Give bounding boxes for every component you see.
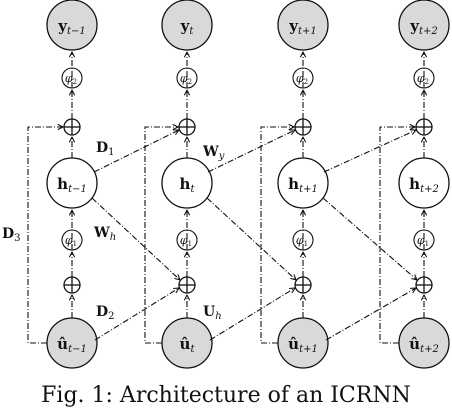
label-Uh: Uh [203, 304, 222, 322]
output-node-y [46, 0, 98, 51]
hidden-node-label: ht+2 [409, 175, 439, 195]
edge-skip-col2 [260, 127, 294, 344]
phi2-label: φ2 [296, 72, 308, 86]
column-t-minus-1: yt−1 φ2 ht−1 φ1 ût−1 [46, 0, 98, 369]
sum-node-top [63, 118, 81, 136]
label-D1: D1 [96, 140, 115, 158]
input-node-label: ût+1 [288, 335, 318, 355]
sum-node-bottom [178, 276, 196, 294]
edge-D3-col0 [27, 127, 63, 344]
sum-node-bottom [294, 276, 312, 294]
edge-skip-col1 [144, 127, 178, 344]
figure-caption: Fig. 1: Architecture of an ICRNN [41, 383, 411, 408]
label-Wh: Wh [93, 225, 116, 243]
input-node-u [398, 317, 450, 369]
output-node-y [398, 0, 450, 51]
sum-node-bottom [415, 276, 433, 294]
icrnn-architecture-diagram: yt−1 φ2 ht−1 φ1 ût−1 yt [2, 0, 450, 369]
input-node-u [277, 317, 329, 369]
input-node-label: ût−1 [57, 335, 87, 355]
output-node-y [277, 0, 329, 51]
phi2-label: φ2 [65, 72, 77, 86]
input-node-label: ût+2 [409, 335, 439, 355]
column-t: yt φ2 ht φ1 ût [161, 0, 213, 369]
edge-D2 [94, 288, 179, 341]
phi1-label: φ1 [417, 234, 429, 248]
phi1-label: φ1 [180, 234, 192, 248]
hidden-node-h [46, 157, 98, 209]
vertical-edges [72, 52, 424, 318]
output-node-label: yt [180, 17, 195, 37]
phi1-label: φ1 [65, 234, 77, 248]
output-node-label: yt−1 [57, 17, 85, 37]
output-node-label: yt+1 [288, 17, 316, 37]
hidden-node-label: ht [180, 175, 196, 195]
label-D2: D2 [96, 304, 115, 322]
input-node-u [46, 317, 98, 369]
skip-edges [27, 127, 415, 344]
sum-node-top [178, 118, 196, 136]
diagonal-edges [91, 130, 417, 341]
output-node-label: yt+2 [409, 17, 437, 37]
phi2-label: φ2 [180, 72, 192, 86]
edge-D1 [93, 130, 179, 173]
edge-skip-col3 [379, 127, 415, 344]
phi2-label: φ2 [417, 72, 429, 86]
hidden-node-label: ht+1 [288, 175, 318, 195]
sum-node-top [294, 118, 312, 136]
output-node-y [161, 0, 213, 51]
hidden-node-h [398, 157, 450, 209]
hidden-node-label: ht−1 [57, 175, 87, 195]
column-t-plus-2: yt+2 φ2 ht+2 φ1 ût+2 [398, 0, 450, 369]
input-node-label: ût [180, 335, 196, 355]
label-D3: D3 [2, 226, 21, 244]
hidden-node-h [277, 157, 329, 209]
phi1-label: φ1 [296, 234, 308, 248]
sum-node-top [415, 118, 433, 136]
edge-Wh [91, 197, 180, 280]
sum-node-bottom [63, 276, 81, 294]
label-Wy: Wy [202, 144, 225, 162]
